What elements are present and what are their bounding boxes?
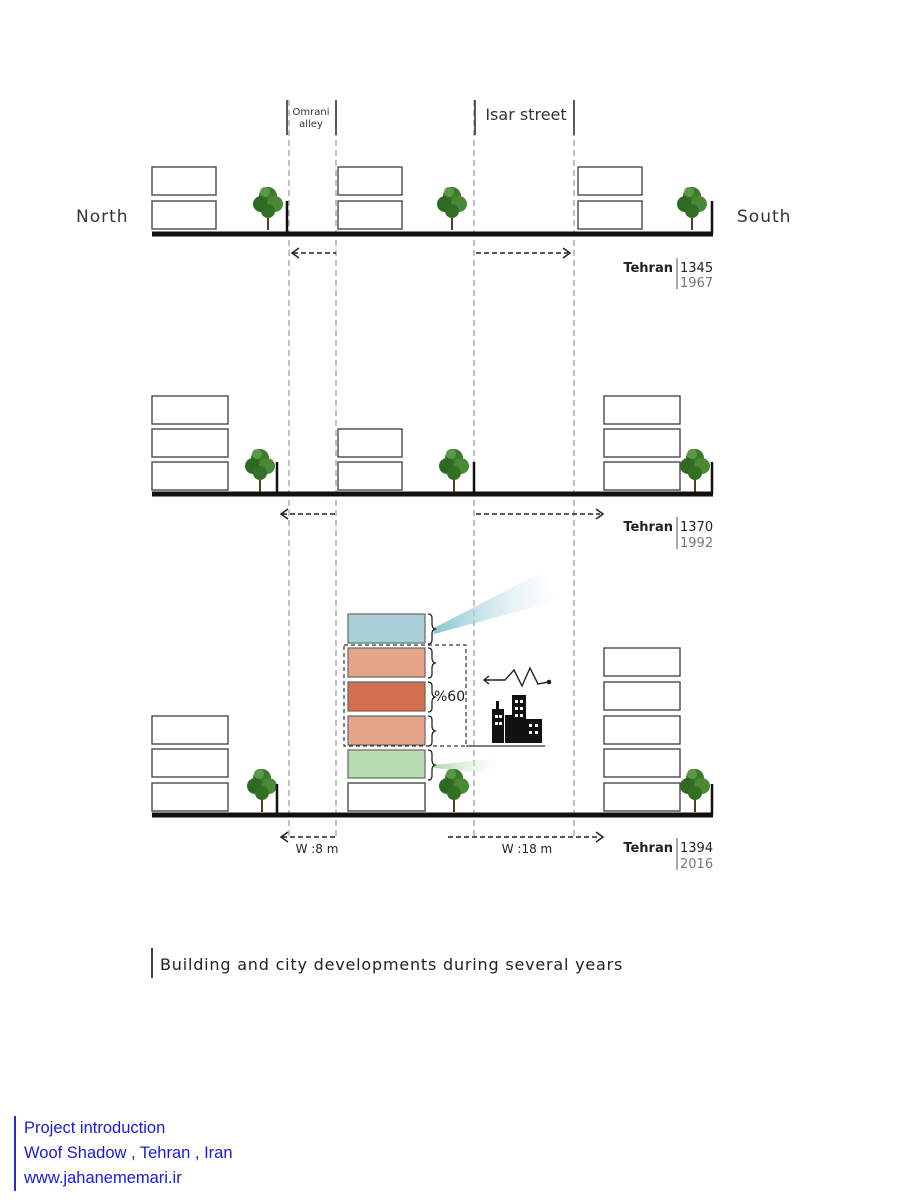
year-gregorian: 1992 xyxy=(680,536,713,551)
top-labels: Omrani alley Isar street North South xyxy=(76,100,791,227)
alley-width-label: W :8 m xyxy=(296,842,339,856)
buildings-right-1394 xyxy=(603,647,681,812)
north-label: North xyxy=(76,207,129,227)
section-1345: Tehran 1345 1967 xyxy=(151,166,714,291)
posts-1394 xyxy=(275,784,714,815)
building-floor xyxy=(337,166,403,196)
city-label: Tehran xyxy=(623,261,673,276)
south-label: South xyxy=(737,207,791,227)
diagram-caption: Building and city developments during se… xyxy=(160,955,624,974)
building-floor xyxy=(577,200,643,230)
tower-top-floor xyxy=(347,613,426,644)
tower-1394 xyxy=(347,613,426,812)
building-floor xyxy=(603,748,681,778)
tower-floor xyxy=(347,715,426,746)
street-label: Isar street xyxy=(485,105,566,124)
tree-icon xyxy=(679,768,711,813)
year-solar: 1370 xyxy=(680,520,713,535)
credit-project: Project introduction xyxy=(24,1119,166,1137)
tree-icon xyxy=(246,768,278,813)
tower-ground-floor xyxy=(347,782,426,812)
buildings-1370 xyxy=(151,395,681,491)
year-label-1394: Tehran 1394 2016 xyxy=(623,838,713,872)
building-floor xyxy=(151,461,229,491)
section-1370: Tehran 1370 1992 xyxy=(151,395,714,551)
building-floor xyxy=(603,647,681,677)
tower-floor xyxy=(347,681,426,712)
trend-arrow-icon xyxy=(482,666,552,688)
year-label-1345: Tehran 1345 1967 xyxy=(623,258,713,291)
building-floor xyxy=(603,461,681,491)
tree-icon xyxy=(438,768,470,813)
width-arrows-1345 xyxy=(290,247,572,259)
year-solar: 1394 xyxy=(680,841,713,856)
city-label: Tehran xyxy=(623,520,673,535)
building-floor xyxy=(151,395,229,425)
tree-icon xyxy=(679,448,711,493)
buildings-1345 xyxy=(151,166,643,230)
city-skyline-icon xyxy=(492,695,542,743)
building-floor xyxy=(151,782,229,812)
tree-icon xyxy=(676,186,708,231)
tree-icon xyxy=(436,186,468,231)
view-beam-green xyxy=(434,758,500,774)
building-floor xyxy=(151,715,229,745)
year-gregorian: 1967 xyxy=(680,276,713,291)
building-floor xyxy=(603,428,681,458)
street-width-label: W :18 m xyxy=(502,842,553,856)
building-floor xyxy=(337,428,403,458)
percent-box xyxy=(343,644,467,747)
width-arrows-1370 xyxy=(279,508,605,520)
credit-location: Woof Shadow , Tehran , Iran xyxy=(24,1144,233,1162)
building-floor xyxy=(337,200,403,230)
tree-icon xyxy=(252,186,284,231)
floor-braces xyxy=(427,613,438,781)
buildings-left-1394 xyxy=(151,715,229,812)
percent-label: %60 xyxy=(434,689,465,705)
building-floor xyxy=(337,461,403,491)
credit-website[interactable]: www.jahanememari.ir xyxy=(24,1169,182,1187)
building-floor xyxy=(151,200,217,230)
building-floor xyxy=(577,166,643,196)
building-floor xyxy=(603,395,681,425)
view-beam-blue xyxy=(434,573,560,634)
building-floor xyxy=(603,715,681,745)
tower-floor-green xyxy=(347,749,426,779)
building-floor xyxy=(151,166,217,196)
building-floor xyxy=(151,428,229,458)
tree-icon xyxy=(438,448,470,493)
posts-1370 xyxy=(275,462,714,494)
tree-icon xyxy=(244,448,276,493)
posts-1345 xyxy=(285,201,714,234)
city-label: Tehran xyxy=(623,841,673,856)
alley-label-2: alley xyxy=(299,119,323,130)
year-solar: 1345 xyxy=(680,261,713,276)
caption-rule xyxy=(151,948,153,978)
building-floor xyxy=(603,782,681,812)
credits-block: Project introduction Woof Shadow , Tehra… xyxy=(14,1116,233,1191)
section-1394: %60 xyxy=(151,573,714,872)
tower-floor xyxy=(347,647,426,678)
year-label-1370: Tehran 1370 1992 xyxy=(623,517,713,551)
building-floor xyxy=(603,681,681,711)
building-floor xyxy=(151,748,229,778)
year-gregorian: 2016 xyxy=(680,857,713,872)
width-arrows-1394 xyxy=(279,831,605,843)
alley-label-1: Omrani xyxy=(293,107,330,118)
